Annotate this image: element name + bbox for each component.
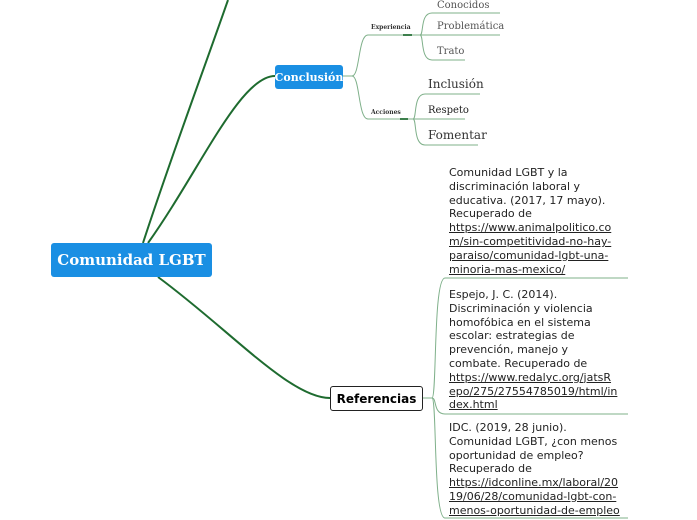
reference-item[interactable]: Espejo, J. C. (2014).Discriminación y vi… xyxy=(449,288,617,412)
reference-link-line[interactable]: epo/275/27554785019/html/in xyxy=(449,384,618,398)
reference-link-line[interactable]: paraiso/comunidad-lgbt-una- xyxy=(449,248,609,262)
reference-text-line: IDC. (2019, 28 junio). xyxy=(449,421,567,434)
reference-text-line: Discriminación y violencia xyxy=(449,301,593,315)
reference-link-line[interactable]: https://www.redalyc.org/jatsR xyxy=(449,370,612,384)
reference-text-line: discriminación laboral y xyxy=(449,179,581,193)
reference-text-line: educativa. (2017, 17 mayo). xyxy=(449,193,606,207)
reference-item[interactable]: IDC. (2019, 28 junio).Comunidad LGBT, ¿c… xyxy=(449,421,620,518)
inclusion-node[interactable]: Inclusión xyxy=(428,77,484,91)
reference-link-line[interactable]: dex.html xyxy=(449,398,498,412)
reference-text-line: oportunidad de empleo? xyxy=(449,448,584,462)
reference-link-line[interactable]: https://www.animalpolitico.co xyxy=(449,221,612,235)
respeto-node[interactable]: Respeto xyxy=(428,105,469,116)
reference-text-line: Comunidad LGBT y la xyxy=(449,166,568,179)
reference-text-line: Espejo, J. C. (2014). xyxy=(449,288,558,301)
central-node[interactable]: Comunidad LGBT xyxy=(51,243,212,277)
reference-link-line[interactable]: minoria-mas-mexico/ xyxy=(449,262,566,276)
reference-text-line: Recuperado de xyxy=(449,462,532,476)
reference-link-line[interactable]: https://idconline.mx/laboral/20 xyxy=(449,476,619,490)
problematica-node[interactable]: Problemática xyxy=(437,21,505,32)
reference-link-line[interactable]: 19/06/28/comunidad-lgbt-con- xyxy=(449,489,617,503)
experiencia-node[interactable]: Experiencia xyxy=(371,24,411,31)
conclusion-node[interactable]: Conclusión xyxy=(275,65,343,89)
trato-node[interactable]: Trato xyxy=(437,46,465,57)
reference-text-line: combate. Recuperado de xyxy=(449,356,588,370)
fomentar-node[interactable]: Fomentar xyxy=(428,128,487,142)
reference-text-line: homofóbica en el sistema xyxy=(449,315,591,329)
reference-text-line: Recuperado de xyxy=(449,207,532,221)
referencias-node[interactable]: Referencias xyxy=(330,386,423,411)
reference-link-line[interactable]: menos-oportunidad-de-empleo xyxy=(449,503,620,517)
reference-text-line: Comunidad LGBT, ¿con menos xyxy=(449,434,618,448)
reference-link-line[interactable]: m/sin-competitividad-no-hay- xyxy=(449,234,612,248)
acciones-node[interactable]: Acciones xyxy=(371,109,401,116)
conocidos-node[interactable]: Conocidos xyxy=(437,0,490,11)
reference-text-line: escolar: estrategias de xyxy=(449,329,575,343)
reference-text-line: prevención, manejo y xyxy=(449,343,569,357)
